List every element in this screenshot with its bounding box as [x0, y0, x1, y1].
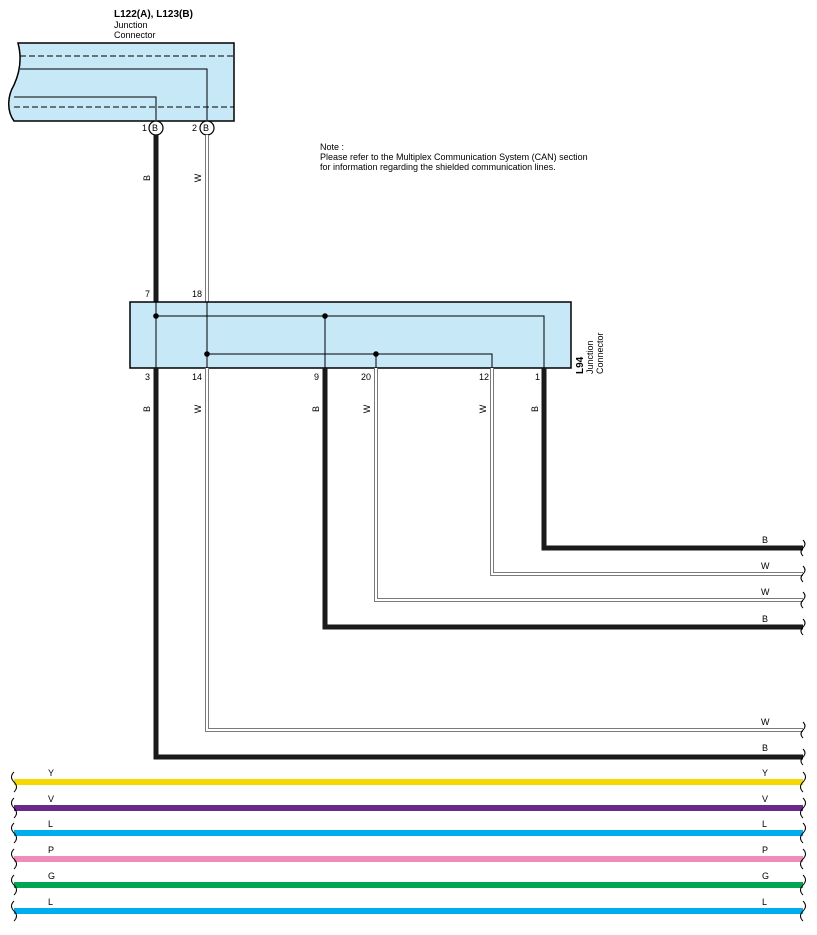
bus-break-right-1: [800, 797, 806, 819]
connector-top-subtitle-2: Connector: [114, 30, 156, 40]
bus-break-left-5: [11, 900, 17, 922]
splice-dot-w-2: [373, 351, 379, 357]
bus-label-right-0: Y: [762, 768, 768, 778]
bus-break-left-4: [11, 874, 17, 896]
wire-w-pin20[interactable]: [374, 368, 803, 602]
wire-color-label-pin20: W: [362, 404, 372, 413]
bus-label-right-3: P: [762, 845, 768, 855]
l94-internal-bus-w: [206, 302, 493, 368]
splice-dot-b-1: [153, 313, 159, 319]
l94-internal-bus-b: [155, 302, 545, 368]
wire-b-pin3[interactable]: [153, 368, 803, 760]
wire-color-label-pin1: B: [530, 406, 540, 412]
top-pin-badge-2-label: B: [203, 123, 209, 133]
connector-l94-subtitle-2: Connector: [595, 332, 605, 374]
note-line-1: Please refer to the Multiplex Communicat…: [320, 152, 588, 162]
l94-pin-7: 7: [145, 289, 150, 299]
l94-pin-3: 3: [145, 372, 150, 382]
bus-label-right-5: L: [762, 897, 767, 907]
wire-color-label-top-w: W: [193, 173, 203, 182]
connector-top-subtitle-1: Junction: [114, 20, 148, 30]
wire-w-pin12[interactable]: [490, 368, 803, 576]
l94-pin-9: 9: [314, 372, 319, 382]
bus-break-left-2: [11, 822, 17, 844]
bus-label-left-3: P: [48, 845, 54, 855]
l94-pin-1: 1: [535, 372, 540, 382]
connector-top-title: L122(A), L123(B): [114, 9, 193, 20]
wire-w-pin14[interactable]: [205, 368, 803, 732]
top-pin-badge-1-label: B: [152, 123, 158, 133]
bus-label-left-2: L: [48, 819, 53, 829]
top-pin-number-2: 2: [192, 123, 197, 133]
l94-pin-20: 20: [361, 372, 371, 382]
connector-l94-subtitle-1: Junction: [585, 340, 595, 374]
wire-color-label-pin9: B: [311, 406, 321, 412]
bus-break-right-2: [800, 822, 806, 844]
bus-label-left-4: G: [48, 871, 55, 881]
wire-color-label-pin12: W: [478, 404, 488, 413]
bus-label-right-1: V: [762, 794, 768, 804]
bus-break-right-4: [800, 874, 806, 896]
wire-color-label-pin14: W: [193, 404, 203, 413]
bus-label-right-4: G: [762, 871, 769, 881]
connector-l94-title: L94: [575, 356, 586, 374]
l94-pin-18: 18: [192, 289, 202, 299]
connector-l94[interactable]: [129, 301, 572, 369]
break-marks-right-upper: [800, 539, 806, 766]
wire-b-pin1[interactable]: [541, 368, 803, 551]
internal-trace-pin1: [14, 96, 157, 120]
connector-l94-body: [129, 301, 572, 369]
bus-label-left-1: V: [48, 794, 54, 804]
note-line-2: for information regarding the shielded c…: [320, 162, 556, 172]
note-heading: Note :: [320, 142, 344, 152]
bus-break-right-0: [800, 771, 806, 793]
top-pin-number-1: 1: [142, 123, 147, 133]
connector-l122-body: [8, 42, 235, 122]
bus-label-left-5: L: [48, 897, 53, 907]
right-label-pin12: W: [761, 561, 770, 571]
wire-color-label-top-b: B: [142, 175, 152, 181]
bus-lines: Y Y V V L L P P G G L L: [11, 768, 806, 922]
bus-break-right-3: [800, 848, 806, 870]
bus-break-left-1: [11, 797, 17, 819]
bus-break-left-3: [11, 848, 17, 870]
right-label-pin9: B: [762, 614, 768, 624]
right-label-pin1: B: [762, 535, 768, 545]
bus-break-right-5: [800, 900, 806, 922]
bus-label-right-2: L: [762, 819, 767, 829]
splice-dot-b-2: [322, 313, 328, 319]
l94-pin-12: 12: [479, 372, 489, 382]
bus-label-left-0: Y: [48, 768, 54, 778]
bus-break-left-0: [11, 771, 17, 793]
connector-l122-l123[interactable]: [8, 42, 235, 122]
wire-b-pin9[interactable]: [322, 368, 803, 630]
wire-color-label-pin3: B: [142, 406, 152, 412]
right-label-pin14: W: [761, 717, 770, 727]
right-label-pin20: W: [761, 587, 770, 597]
l94-pin-14: 14: [192, 372, 202, 382]
internal-trace-pin2: [20, 68, 208, 120]
right-label-pin3: B: [762, 743, 768, 753]
splice-dot-w-1: [204, 351, 210, 357]
